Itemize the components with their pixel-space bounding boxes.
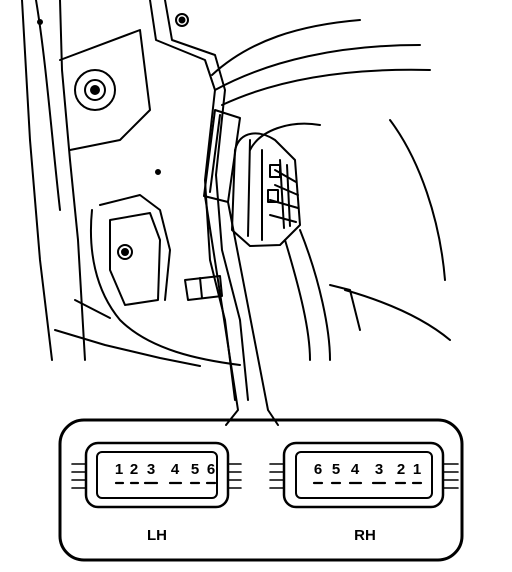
rh-pin-6: 6 — [314, 461, 322, 478]
rh-pin-5: 5 — [332, 461, 340, 478]
leader-lines — [204, 195, 279, 426]
rh-connector: 6 5 4 3 2 1 RH — [269, 441, 459, 544]
connector-detail-box — [58, 418, 464, 562]
lh-connector: 1 2 3 4 5 6 LH — [71, 441, 242, 544]
rh-label: RH — [354, 527, 376, 544]
lh-pin-1: 1 — [115, 461, 123, 478]
door-panel-illustration — [21, 0, 451, 401]
lh-pin-6: 6 — [207, 461, 215, 478]
rh-pin-1: 1 — [413, 461, 421, 478]
lh-label: LH — [147, 527, 167, 544]
lh-pin-2: 2 — [130, 461, 138, 478]
rh-pin-3: 3 — [375, 461, 383, 478]
lh-pin-5: 5 — [191, 461, 199, 478]
lh-pin-4: 4 — [171, 461, 180, 478]
rh-pin-4: 4 — [351, 461, 360, 478]
lh-pin-3: 3 — [147, 461, 155, 478]
rh-pin-2: 2 — [397, 461, 405, 478]
